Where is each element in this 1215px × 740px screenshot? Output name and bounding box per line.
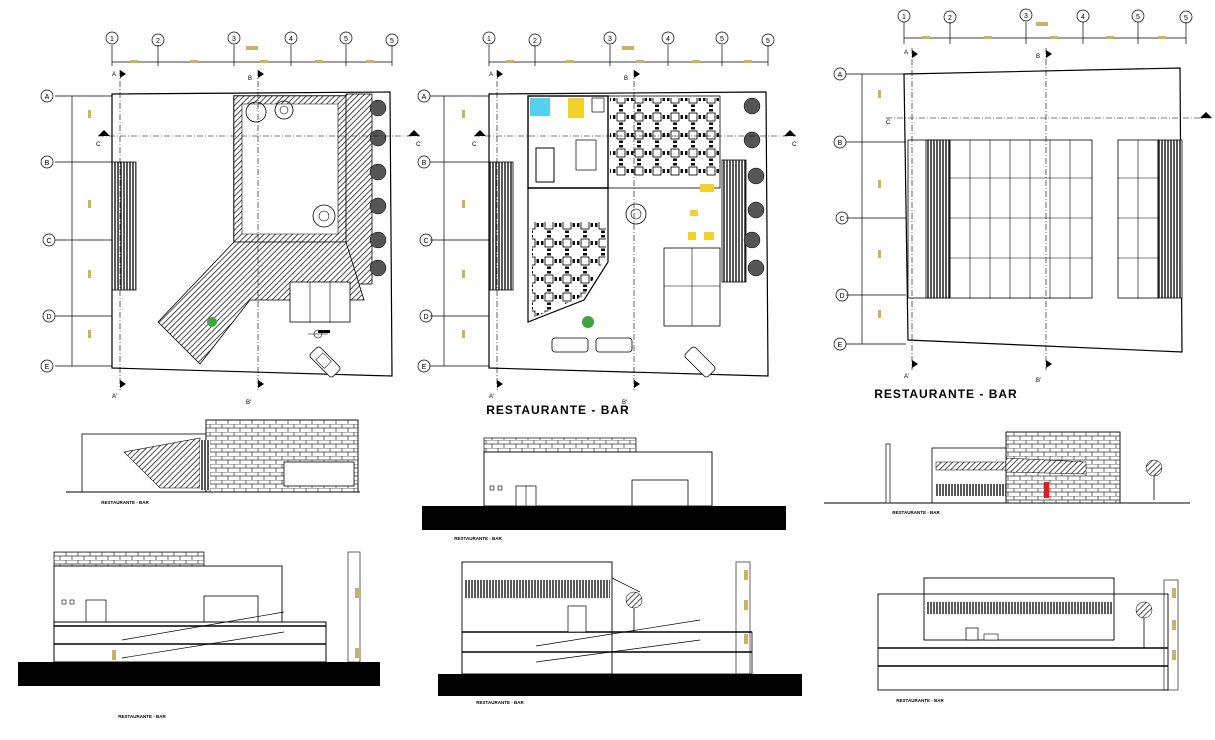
grid-label: 5 xyxy=(766,38,770,45)
elevation-caption: RESTAURANTE - BAR xyxy=(892,510,940,515)
section-mark: A' xyxy=(904,374,909,380)
section-mark: B xyxy=(1036,54,1040,60)
section-mark: C xyxy=(886,120,891,126)
roof-plan-right: 1 2 3 4 5 5 A B C D E xyxy=(833,8,1212,401)
section-mark: B' xyxy=(622,400,627,406)
grid-label: 5 xyxy=(1136,14,1140,21)
dimension-ticks xyxy=(88,46,374,338)
floor-plan-center: 1 2 3 4 5 5 A B C D E xyxy=(417,31,797,417)
elevation-2: RESTAURANTE - BAR xyxy=(422,437,786,541)
section-mark: C xyxy=(96,142,101,148)
elevation-1: RESTAURANTE - BAR xyxy=(66,419,360,505)
section-caption: RESTAURANTE - BAR xyxy=(118,714,166,719)
grid-label: E xyxy=(838,342,843,349)
grid-label: 2 xyxy=(156,38,160,45)
palm-tree-icon xyxy=(625,591,643,632)
palm-tree-icon xyxy=(1135,601,1153,648)
grid-label: B xyxy=(45,160,50,167)
grid-label: 1 xyxy=(110,36,114,43)
grid-label: 3 xyxy=(232,36,236,43)
grid-label: B xyxy=(838,140,843,147)
section-mark: B xyxy=(248,76,252,82)
elevation-3: RESTAURANTE - BAR xyxy=(824,431,1190,515)
grid-label: 3 xyxy=(1024,13,1028,20)
grid-label: C xyxy=(423,238,428,245)
grid-label: D xyxy=(46,314,51,321)
elevation-caption: RESTAURANTE - BAR xyxy=(454,536,502,541)
tree-symbol-icon xyxy=(743,97,765,277)
plan-title: RESTAURANTE - BAR xyxy=(874,387,1017,401)
section-mark: A' xyxy=(112,394,117,400)
section-3: RESTAURANTE - BAR xyxy=(877,577,1179,703)
elevation-caption: RESTAURANTE - BAR xyxy=(101,500,149,505)
section-mark: B' xyxy=(246,400,251,406)
section-1: RESTAURANTE - BAR xyxy=(18,551,380,719)
grid-label: 4 xyxy=(1081,14,1085,21)
grid-label: B xyxy=(422,160,427,167)
car-symbol-icon xyxy=(551,337,716,378)
grid-label: A xyxy=(422,94,427,101)
section-mark: C xyxy=(472,142,477,148)
grid-label: 5 xyxy=(720,36,724,43)
grid-label: D xyxy=(423,314,428,321)
grid-label: A xyxy=(45,94,50,101)
grid-label: A xyxy=(838,72,843,79)
grid-label: 4 xyxy=(289,36,293,43)
plan-title: RESTAURANTE - BAR xyxy=(486,403,629,417)
section-caption: RESTAURANTE - BAR xyxy=(476,700,524,705)
column-grid xyxy=(105,31,399,66)
grid-label: E xyxy=(422,364,427,371)
section-mark: B' xyxy=(1036,378,1041,384)
north-arrow-icon xyxy=(308,329,330,339)
section-caption: RESTAURANTE - BAR xyxy=(896,698,944,703)
section-mark: A xyxy=(489,72,493,78)
section-mark: C' xyxy=(416,142,421,148)
section-mark: A xyxy=(112,72,116,78)
grid-label: 5 xyxy=(1184,15,1188,22)
grid-label: D xyxy=(839,293,844,300)
grid-label: 5 xyxy=(344,36,348,43)
grid-label: 1 xyxy=(487,36,491,43)
grid-label: 5 xyxy=(390,38,394,45)
car-symbol-icon xyxy=(309,346,341,378)
section-mark: B xyxy=(624,76,628,82)
tree-symbol-icon xyxy=(369,99,387,277)
section-cut-icon xyxy=(98,70,420,388)
grid-label: C xyxy=(46,238,51,245)
site-plan-left: 1 2 3 4 5 5 A B C D E xyxy=(40,31,421,406)
grid-label: 2 xyxy=(533,38,537,45)
grid-label: E xyxy=(45,364,50,371)
section-mark: A' xyxy=(489,394,494,400)
grid-label: 4 xyxy=(666,36,670,43)
grid-label: 3 xyxy=(608,36,612,43)
grid-label: 2 xyxy=(948,15,952,22)
section-mark: A xyxy=(904,50,908,56)
grid-label: 1 xyxy=(902,14,906,21)
section-2: RESTAURANTE - BAR xyxy=(438,561,802,705)
palm-tree-icon xyxy=(1145,459,1163,500)
section-mark: C' xyxy=(792,142,797,148)
plant-icon xyxy=(207,317,217,327)
grid-label: C xyxy=(839,216,844,223)
